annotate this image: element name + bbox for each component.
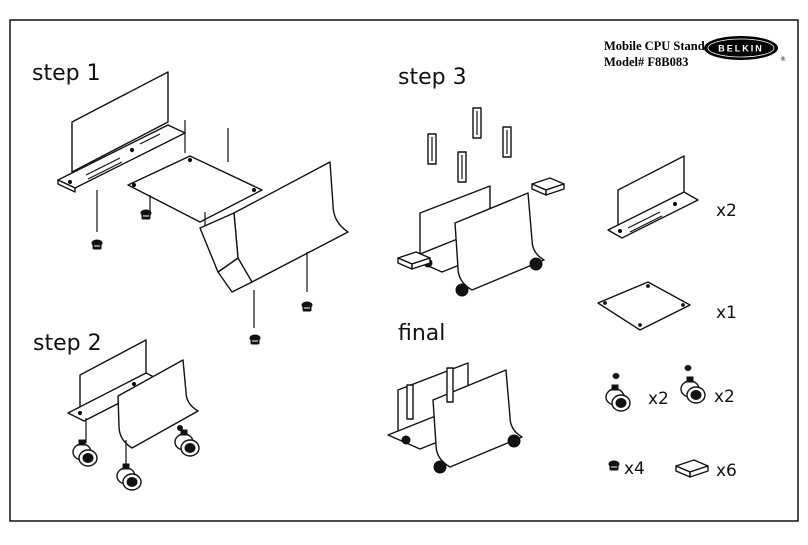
base-plate-part bbox=[597, 281, 691, 331]
model-number: Model# F8B083 bbox=[604, 55, 688, 69]
screw-part bbox=[608, 460, 620, 471]
pad-qty: x6 bbox=[716, 461, 737, 481]
caster-part-a bbox=[605, 373, 631, 412]
caster-part-b bbox=[680, 365, 706, 404]
parts-list: x2 x1 x2 x2 x4 x6 bbox=[597, 155, 737, 481]
step-1-label: step 1 bbox=[32, 61, 101, 86]
brand-text: BELKIN bbox=[718, 44, 764, 54]
registered-mark: ® bbox=[780, 56, 786, 63]
belkin-logo: BELKIN ® bbox=[704, 36, 786, 63]
step-1-illustration bbox=[57, 71, 349, 345]
step-2-illustration bbox=[67, 339, 200, 491]
sheet-border bbox=[9, 19, 799, 522]
product-title: Mobile CPU Stand bbox=[604, 39, 705, 53]
base-plate-qty: x1 bbox=[716, 303, 737, 323]
screw-qty: x4 bbox=[624, 459, 645, 479]
pad-part bbox=[675, 459, 709, 478]
caster-b-qty: x2 bbox=[714, 387, 735, 407]
step-3-illustration bbox=[397, 107, 565, 297]
side-panel-part bbox=[607, 155, 699, 239]
caster-a-qty: x2 bbox=[648, 389, 669, 409]
side-panel-qty: x2 bbox=[716, 201, 737, 221]
final-illustration bbox=[387, 362, 523, 474]
step-2-label: step 2 bbox=[33, 331, 102, 356]
final-label: final bbox=[398, 321, 445, 346]
step-3-label: step 3 bbox=[398, 65, 467, 90]
